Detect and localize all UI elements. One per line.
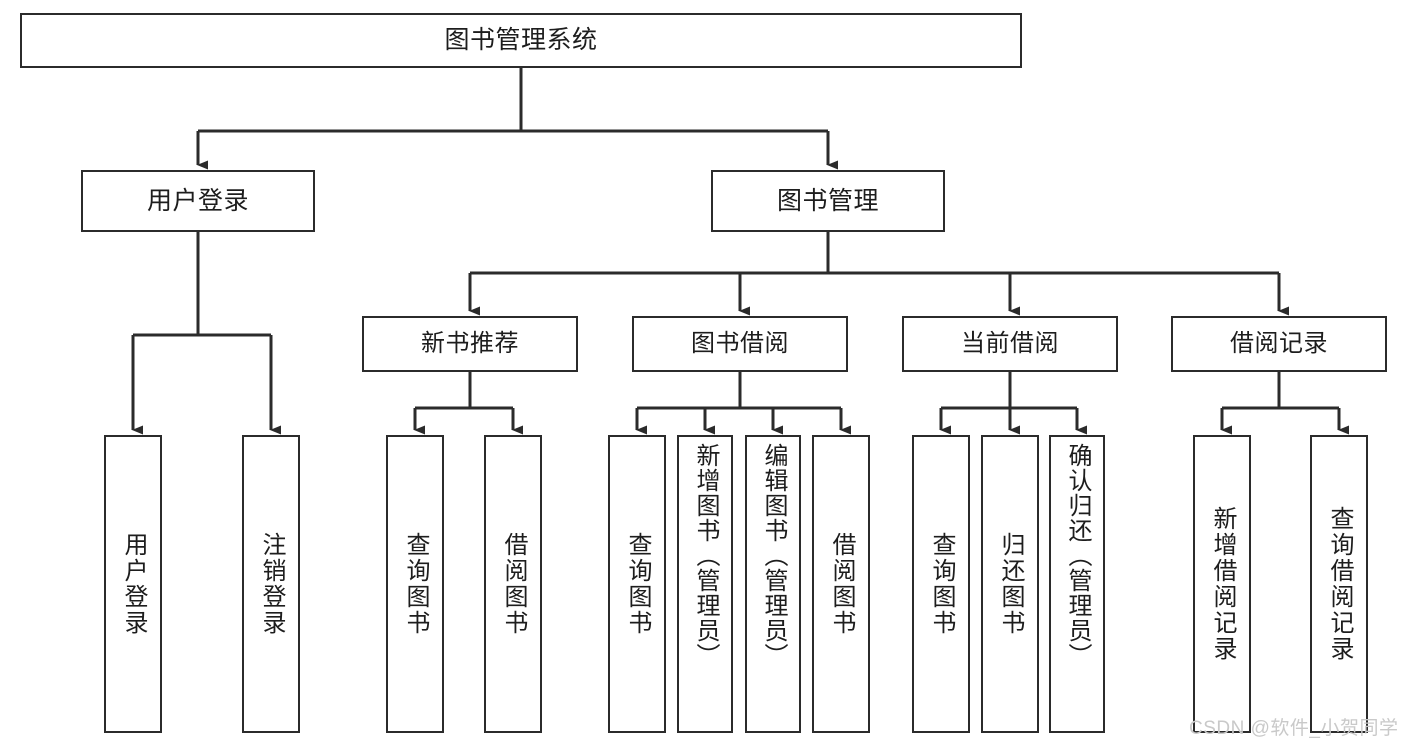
node-label: 当前借阅 [961, 330, 1059, 358]
node-user-login[interactable]: 用户登录 [81, 170, 315, 232]
node-leaf-edit-book-admin[interactable]: 编辑图书（管理员） [745, 435, 801, 733]
node-current-borrow[interactable]: 当前借阅 [902, 316, 1118, 372]
node-new-book-recommend[interactable]: 新书推荐 [362, 316, 578, 372]
node-label: 注销登录 [258, 532, 285, 636]
node-label: 归还图书 [997, 532, 1024, 636]
node-leaf-user-login[interactable]: 用户登录 [104, 435, 162, 733]
node-label: 新增图书（管理员） [692, 443, 719, 668]
node-label: 用户登录 [120, 532, 147, 636]
node-label: 查询图书 [624, 532, 651, 636]
node-leaf-query-borrow-record[interactable]: 查询借阅记录 [1310, 435, 1368, 733]
node-label: 新增借阅记录 [1209, 506, 1236, 662]
node-leaf-borrow-book-2[interactable]: 借阅图书 [812, 435, 870, 733]
node-leaf-query-book-2[interactable]: 查询图书 [608, 435, 666, 733]
node-root-system[interactable]: 图书管理系统 [20, 13, 1022, 68]
node-label: 图书管理系统 [444, 26, 598, 55]
node-label: 查询借阅记录 [1326, 506, 1353, 662]
csdn-watermark: CSDN @软件_小贺同学 [1189, 718, 1399, 739]
node-book-borrow[interactable]: 图书借阅 [632, 316, 848, 372]
node-label: 查询图书 [402, 532, 429, 636]
node-leaf-query-book-3[interactable]: 查询图书 [912, 435, 970, 733]
node-leaf-add-book-admin[interactable]: 新增图书（管理员） [677, 435, 733, 733]
node-label: 借阅记录 [1230, 330, 1328, 358]
node-leaf-return-book[interactable]: 归还图书 [981, 435, 1039, 733]
node-leaf-confirm-return-admin[interactable]: 确认归还（管理员） [1049, 435, 1105, 733]
node-leaf-borrow-book-1[interactable]: 借阅图书 [484, 435, 542, 733]
node-leaf-query-book-1[interactable]: 查询图书 [386, 435, 444, 733]
node-label: 编辑图书（管理员） [760, 443, 787, 668]
node-label: 新书推荐 [421, 330, 519, 358]
node-label: 借阅图书 [500, 532, 527, 636]
node-label: 用户登录 [146, 186, 249, 215]
node-label: 确认归还（管理员） [1064, 443, 1091, 668]
node-label: 图书借阅 [691, 330, 789, 358]
node-label: 图书管理 [776, 186, 879, 215]
node-book-management[interactable]: 图书管理 [711, 170, 945, 232]
node-label: 查询图书 [928, 532, 955, 636]
node-label: 借阅图书 [828, 532, 855, 636]
node-borrow-record[interactable]: 借阅记录 [1171, 316, 1387, 372]
node-leaf-logout[interactable]: 注销登录 [242, 435, 300, 733]
node-leaf-add-borrow-record[interactable]: 新增借阅记录 [1193, 435, 1251, 733]
